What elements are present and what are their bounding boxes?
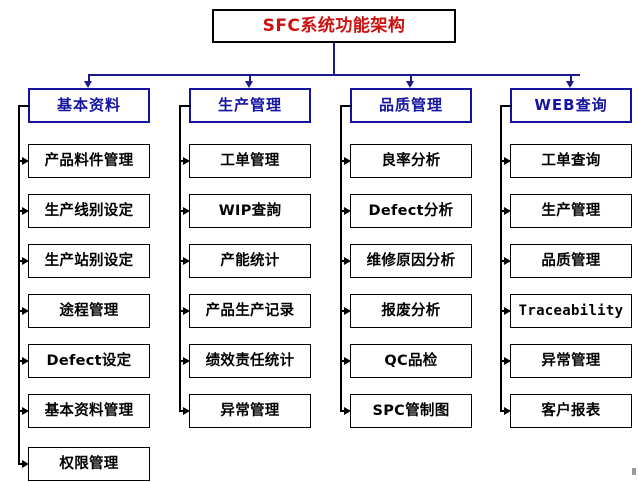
column-header-4[interactable]: WEB查询 (510, 88, 632, 123)
column-4-stub-line (500, 105, 512, 107)
item-box-4-2[interactable]: 生产管理 (510, 194, 632, 228)
column-2-trunk-line (179, 105, 181, 411)
item-connector-4-2 (500, 210, 506, 212)
header-arrow-3 (406, 81, 414, 88)
item-box-1-5[interactable]: Defect设定 (28, 344, 150, 378)
item-box-4-1[interactable]: 工单查询 (510, 144, 632, 178)
item-arrow-2-5 (183, 357, 190, 365)
header-drop-line-1 (88, 74, 90, 83)
item-box-1-2[interactable]: 生产线别设定 (28, 194, 150, 228)
item-box-4-3[interactable]: 品质管理 (510, 244, 632, 278)
item-arrow-2-6 (183, 407, 190, 415)
item-connector-4-5 (500, 360, 506, 362)
item-box-3-2[interactable]: Defect分析 (350, 194, 472, 228)
item-arrow-2-2 (183, 207, 190, 215)
item-connector-3-2 (340, 210, 346, 212)
item-arrow-3-3 (344, 257, 351, 265)
item-arrow-4-2 (504, 207, 511, 215)
item-connector-3-5 (340, 360, 346, 362)
column-4-trunk-line (500, 105, 502, 411)
item-box-2-1[interactable]: 工单管理 (189, 144, 311, 178)
item-connector-3-1 (340, 160, 346, 162)
item-arrow-4-1 (504, 157, 511, 165)
item-connector-3-3 (340, 260, 346, 262)
item-box-1-6[interactable]: 基本资料管理 (28, 394, 150, 428)
item-box-4-4[interactable]: Traceability (510, 294, 632, 328)
corner-artifact (632, 468, 636, 475)
item-arrow-2-4 (183, 307, 190, 315)
header-bus-line (88, 74, 580, 76)
column-3-trunk-line (340, 105, 342, 411)
header-drop-line-3 (410, 74, 412, 83)
item-connector-1-5 (18, 360, 24, 362)
item-box-2-5[interactable]: 绩效责任统计 (189, 344, 311, 378)
item-connector-1-7 (18, 463, 24, 465)
item-connector-2-5 (179, 360, 185, 362)
item-arrow-4-6 (504, 407, 511, 415)
item-box-2-4[interactable]: 产品生产记录 (189, 294, 311, 328)
item-box-2-6[interactable]: 异常管理 (189, 394, 311, 428)
item-arrow-1-4 (22, 307, 29, 315)
item-box-1-1[interactable]: 产品料件管理 (28, 144, 150, 178)
item-box-2-2[interactable]: WIP查詢 (189, 194, 311, 228)
item-arrow-3-6 (344, 407, 351, 415)
item-connector-1-1 (18, 160, 24, 162)
item-arrow-1-5 (22, 357, 29, 365)
item-connector-3-4 (340, 310, 346, 312)
item-arrow-1-3 (22, 257, 29, 265)
item-box-3-4[interactable]: 报废分析 (350, 294, 472, 328)
diagram-title-box: SFC系统功能架构 (212, 9, 456, 43)
item-connector-2-1 (179, 160, 185, 162)
header-arrow-2 (245, 81, 253, 88)
column-2-stub-line (179, 105, 191, 107)
item-box-3-5[interactable]: QC品检 (350, 344, 472, 378)
column-header-2[interactable]: 生产管理 (189, 88, 311, 123)
item-connector-2-3 (179, 260, 185, 262)
item-arrow-1-6 (22, 407, 29, 415)
title-trunk-line (333, 43, 335, 75)
item-connector-4-4 (500, 310, 506, 312)
item-arrow-4-4 (504, 307, 511, 315)
header-drop-line-4 (570, 74, 572, 83)
item-connector-4-6 (500, 410, 506, 412)
column-1-stub-line (18, 105, 30, 107)
item-arrow-4-3 (504, 257, 511, 265)
item-arrow-3-1 (344, 157, 351, 165)
item-connector-4-1 (500, 160, 506, 162)
item-connector-2-2 (179, 210, 185, 212)
item-connector-2-6 (179, 410, 185, 412)
column-header-3[interactable]: 品质管理 (350, 88, 472, 123)
item-arrow-2-1 (183, 157, 190, 165)
column-3-stub-line (340, 105, 352, 107)
item-connector-2-4 (179, 310, 185, 312)
item-connector-1-3 (18, 260, 24, 262)
header-arrow-4 (566, 81, 574, 88)
item-arrow-2-3 (183, 257, 190, 265)
item-connector-1-4 (18, 310, 24, 312)
item-connector-3-6 (340, 410, 346, 412)
column-header-1[interactable]: 基本资料 (28, 88, 150, 123)
item-connector-1-6 (18, 410, 24, 412)
header-drop-line-2 (249, 74, 251, 83)
item-connector-4-3 (500, 260, 506, 262)
item-box-3-6[interactable]: SPC管制图 (350, 394, 472, 428)
item-connector-1-2 (18, 210, 24, 212)
item-arrow-3-2 (344, 207, 351, 215)
item-arrow-1-7 (22, 460, 29, 468)
item-box-1-4[interactable]: 途程管理 (28, 294, 150, 328)
item-box-4-6[interactable]: 客户报表 (510, 394, 632, 428)
column-1-trunk-line (18, 105, 20, 464)
item-box-1-3[interactable]: 生产站别设定 (28, 244, 150, 278)
item-box-1-7[interactable]: 权限管理 (28, 447, 150, 481)
item-arrow-3-4 (344, 307, 351, 315)
item-box-3-3[interactable]: 维修原因分析 (350, 244, 472, 278)
item-box-4-5[interactable]: 异常管理 (510, 344, 632, 378)
item-arrow-4-5 (504, 357, 511, 365)
item-box-2-3[interactable]: 产能统计 (189, 244, 311, 278)
item-arrow-3-5 (344, 357, 351, 365)
item-box-3-1[interactable]: 良率分析 (350, 144, 472, 178)
header-arrow-1 (84, 81, 92, 88)
item-arrow-1-1 (22, 157, 29, 165)
item-arrow-1-2 (22, 207, 29, 215)
